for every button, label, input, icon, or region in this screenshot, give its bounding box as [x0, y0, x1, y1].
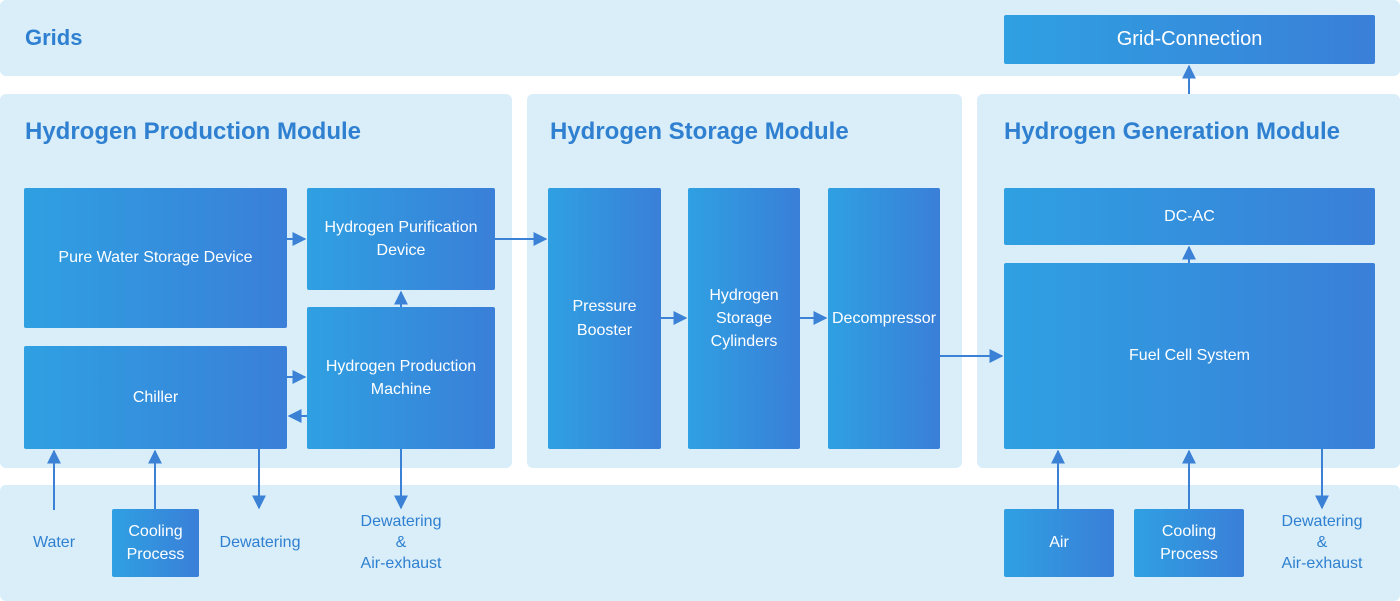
dewatering-exhaust-left-line3: Air-exhaust [360, 554, 442, 572]
cooling-process-right-box: Cooling Process [1134, 509, 1244, 577]
dc-ac-box: DC-AC [1004, 188, 1375, 245]
dewatering-exhaust-right-line1: Dewatering [1281, 513, 1363, 530]
chiller-label: Chiller [132, 388, 179, 406]
cooling-process-right-line2: Process [1160, 546, 1218, 563]
air-label: Air [1049, 534, 1069, 552]
grid-connection-box: Grid-Connection [1004, 15, 1375, 64]
production-machine-label-line1: Hydrogen Production [325, 357, 477, 375]
decompressor-label: Decompressor [831, 309, 937, 327]
storage-module-title: Hydrogen Storage Module [550, 118, 849, 145]
storage-cylinders-label-line1: Hydrogen [709, 286, 779, 304]
storage-cylinders-box: Hydrogen Storage Cylinders [688, 188, 800, 449]
water-label: Water [32, 534, 76, 551]
dewatering-exhaust-right-line3: Air-exhaust [1281, 554, 1363, 572]
fuel-cell-system-label: Fuel Cell System [1129, 347, 1250, 365]
purification-label-line2: Device [376, 242, 426, 259]
dewatering-exhaust-right-line2: & [1316, 533, 1328, 551]
pressure-booster-label-line1: Pressure [572, 298, 637, 316]
air-box: Air [1004, 509, 1114, 577]
production-module-title: Hydrogen Production Module [25, 118, 361, 145]
fuel-cell-system-box: Fuel Cell System [1004, 263, 1375, 449]
dewatering-exhaust-right-label: Dewatering & Air-exhaust [1271, 512, 1373, 574]
grid-connection-label: Grid-Connection [1116, 28, 1263, 50]
cooling-process-right-line1: Cooling [1161, 522, 1217, 540]
cooling-process-left-line1: Cooling [128, 522, 183, 540]
chiller-box: Chiller [24, 346, 287, 449]
purification-box: Hydrogen Purification Device [307, 188, 495, 290]
pressure-booster-label-line2: Booster [576, 321, 633, 339]
decompressor-box: Decompressor [828, 188, 940, 449]
dc-ac-label: DC-AC [1164, 207, 1215, 225]
dewatering-left-label: Dewatering [219, 534, 301, 551]
grids-title: Grids [25, 25, 83, 50]
storage-cylinders-label-line2: Storage [715, 309, 773, 327]
purification-label-line1: Hydrogen Purification [324, 218, 478, 236]
pressure-booster-box: Pressure Booster [548, 188, 661, 449]
production-machine-label-line2: Machine [370, 381, 432, 398]
pure-water-storage-label: Pure Water Storage Device [58, 249, 253, 267]
dewatering-exhaust-left-label: Dewatering & Air-exhaust [350, 512, 452, 574]
cooling-process-left-line2: Process [126, 546, 185, 563]
dewatering-exhaust-left-line1: Dewatering [360, 513, 442, 530]
storage-cylinders-label-line3: Cylinders [710, 333, 778, 351]
pure-water-storage-box: Pure Water Storage Device [24, 188, 287, 328]
production-machine-box: Hydrogen Production Machine [307, 307, 495, 449]
dewatering-exhaust-left-line2: & [395, 533, 407, 551]
cooling-process-left-box: Cooling Process [112, 509, 199, 577]
generation-module-title: Hydrogen Generation Module [1004, 118, 1341, 145]
